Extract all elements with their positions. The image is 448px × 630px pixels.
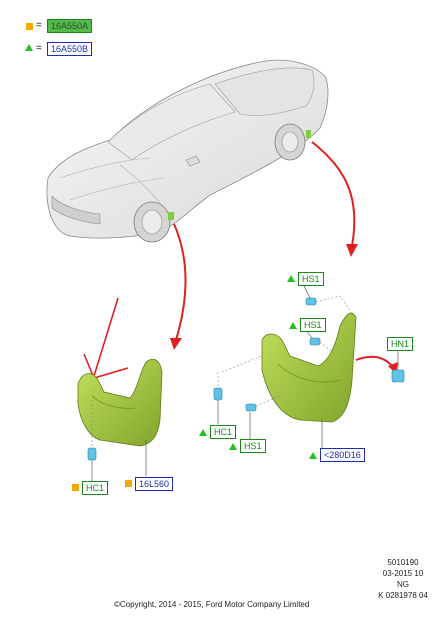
callout-hn1: HN1 <box>387 337 414 351</box>
front-mudflap-crease <box>91 395 137 409</box>
rear-mudflap-shape <box>261 312 357 423</box>
l560-square-icon <box>125 480 132 487</box>
front-clip-hc1 <box>87 447 97 461</box>
screw-hs1-mid <box>309 337 321 346</box>
legend-code-16a550a: 16A550A <box>47 19 93 33</box>
reference-code: 5010190 <box>387 558 419 567</box>
hs1-mid-triangle-icon <box>289 322 297 329</box>
front-mudflap-shape <box>77 358 163 447</box>
guide-hs1-mid <box>319 341 333 353</box>
clip-hc1-right <box>213 387 223 401</box>
clip-hn1 <box>391 369 405 383</box>
car-illustration <box>46 59 329 243</box>
rear-mudflap-location <box>306 130 311 138</box>
callout-16l560: 16L560 <box>135 477 174 491</box>
hc1-left-square-icon <box>72 484 79 491</box>
hs1-bottom-triangle-icon <box>229 443 237 450</box>
front-wheel-rim <box>141 209 163 235</box>
reference-ng: NG <box>397 580 409 589</box>
callout-280d16: <280D16 <box>320 448 365 462</box>
rear-mudflap <box>213 281 405 448</box>
car-mirror <box>185 155 201 167</box>
callout-hs1-mid: HS1 <box>300 318 326 332</box>
hs1-top-triangle-icon <box>287 275 295 282</box>
legend-eq-b: = <box>36 43 42 54</box>
hc1-right-triangle-icon <box>199 429 207 436</box>
arrow-head-rear <box>346 244 358 257</box>
arrow-to-front-flap <box>173 223 187 341</box>
guide-hs1-bottom <box>255 395 281 407</box>
callout-hs1-bottom: HS1 <box>240 439 266 453</box>
guide-hs1-top <box>315 295 351 311</box>
reference-date: 03-2015 10 <box>382 569 424 578</box>
car-windshield <box>107 83 236 161</box>
rear-mudflap-crease <box>277 363 341 383</box>
guide-hc1-right <box>221 355 263 373</box>
location-arrows <box>170 141 398 374</box>
legend-eq-a: = <box>36 20 42 31</box>
arrow-head-front <box>170 338 182 350</box>
front-mudflap-location <box>168 212 174 220</box>
rear-wheel-rim <box>281 131 299 153</box>
d280-triangle-icon <box>309 452 317 459</box>
screw-hs1-bottom <box>245 403 257 412</box>
callout-hc1-left: HC1 <box>82 481 109 495</box>
screw-hs1-top <box>305 297 317 306</box>
reference-k: K 0281978 04 <box>378 591 428 600</box>
legend-square-icon <box>26 23 33 30</box>
legend-triangle-icon <box>25 44 33 51</box>
annotation-marker <box>83 297 129 379</box>
arrow-to-clip-hn1 <box>355 355 395 369</box>
arrow-to-rear-flap <box>311 141 356 247</box>
callout-hs1-top: HS1 <box>298 272 324 286</box>
car-side-windows <box>214 67 315 116</box>
legend-code-16a550b: 16A550B <box>47 42 93 56</box>
callout-hc1-right: HC1 <box>210 425 237 439</box>
front-mudflap <box>77 358 163 482</box>
car-grille <box>51 195 101 225</box>
copyright-text: ©Copyright, 2014 - 2015, Ford Motor Comp… <box>114 600 310 609</box>
